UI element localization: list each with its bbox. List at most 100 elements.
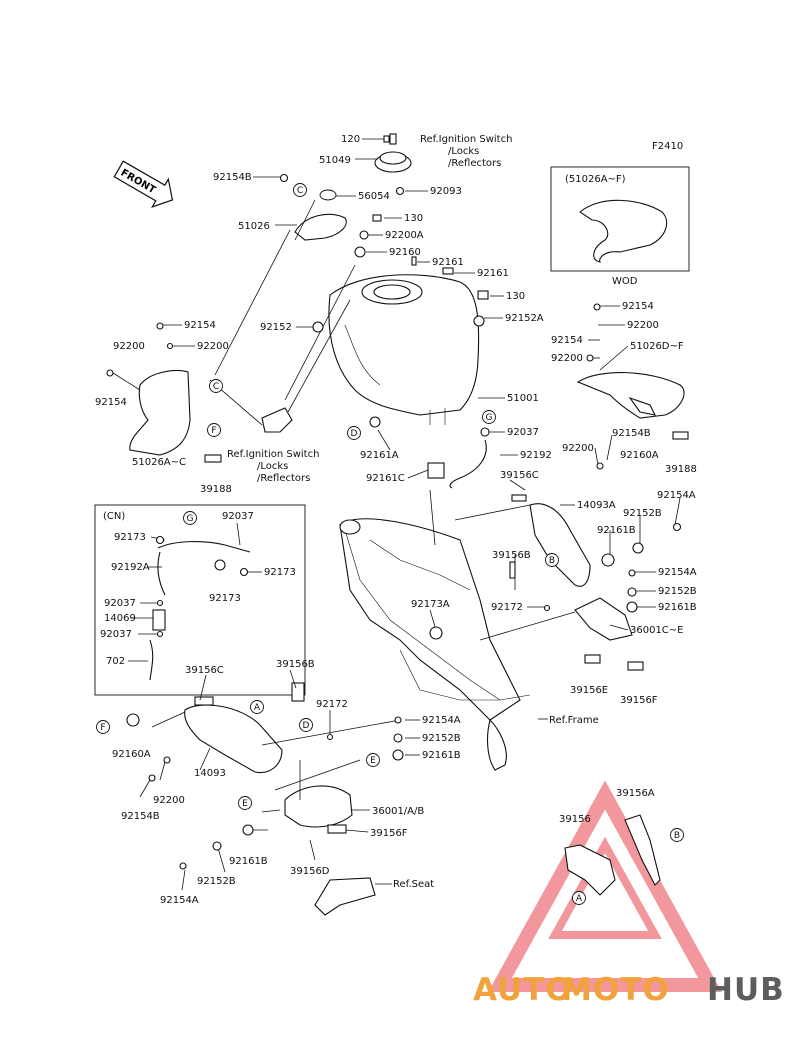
- svg-text:39188: 39188: [665, 464, 697, 475]
- callout-e-1: E: [366, 753, 380, 767]
- svg-text:92154A: 92154A: [422, 715, 461, 726]
- inset-wod-box: [550, 166, 690, 272]
- svg-text:51026: 51026: [238, 221, 270, 232]
- callout-a-2: A: [572, 891, 586, 905]
- svg-text:39156F: 39156F: [620, 695, 658, 706]
- svg-text:92152B: 92152B: [623, 508, 662, 519]
- cn-hose-part: [157, 541, 251, 596]
- svg-text:92161B: 92161B: [597, 525, 636, 536]
- svg-text:92200A: 92200A: [385, 230, 424, 241]
- watermark-moto: MOTO: [561, 972, 670, 1008]
- svg-text:92154: 92154: [622, 301, 654, 312]
- svg-text:92161: 92161: [477, 268, 509, 279]
- svg-text:D: D: [351, 429, 358, 439]
- svg-text:130: 130: [506, 291, 525, 302]
- svg-text:92161A: 92161A: [360, 450, 399, 461]
- svg-text:92154: 92154: [551, 335, 583, 346]
- side-cowl-left: [129, 369, 191, 456]
- fasteners: [106, 135, 682, 870]
- svg-text:A: A: [254, 703, 261, 713]
- bracket-51026: [294, 213, 347, 241]
- svg-text:92161: 92161: [432, 257, 464, 268]
- svg-text:39156A: 39156A: [616, 788, 655, 799]
- label-39156f-left: [327, 824, 347, 834]
- label-39188-left: [204, 454, 222, 463]
- label-39156c-left: [194, 696, 214, 706]
- cn-valve-14069: [152, 609, 166, 631]
- svg-text:G: G: [486, 413, 493, 423]
- callout-d-2: D: [299, 718, 313, 732]
- svg-text:39156F: 39156F: [370, 828, 408, 839]
- svg-text:36001C~E: 36001C~E: [630, 625, 684, 636]
- ref-ignition-switch-1: Ref.Ignition Switch: [420, 134, 512, 145]
- ref-locks-2: /Locks: [257, 461, 288, 472]
- callout-c-2: C: [209, 379, 223, 393]
- svg-text:39156: 39156: [559, 814, 591, 825]
- svg-text:92173: 92173: [114, 532, 146, 543]
- svg-text:92154A: 92154A: [658, 567, 697, 578]
- inset-wod-variant: (51026A~F): [565, 174, 626, 185]
- svg-text:92172: 92172: [316, 699, 348, 710]
- bracket-36001-a-b: [284, 785, 353, 828]
- ref-seat: Ref.Seat: [393, 879, 434, 890]
- svg-text:39156B: 39156B: [276, 659, 315, 670]
- inset-cn-box: [94, 504, 306, 696]
- part-number-labels: 120 51049 92093 56054 130 92200A 92160 9…: [95, 134, 697, 906]
- svg-text:92154A: 92154A: [657, 490, 696, 501]
- svg-text:14093A: 14093A: [577, 500, 616, 511]
- svg-text:92160A: 92160A: [620, 450, 659, 461]
- svg-text:92200: 92200: [627, 320, 659, 331]
- cowl-bracket-right: [628, 396, 656, 416]
- ref-reflectors-2: /Reflectors: [257, 473, 310, 484]
- svg-text:39156D: 39156D: [290, 866, 330, 877]
- callout-d-1: D: [347, 426, 361, 440]
- svg-text:92037: 92037: [100, 629, 132, 640]
- fuel-tank-part: [328, 274, 480, 425]
- ref-locks-1: /Locks: [448, 146, 479, 157]
- svg-text:92173: 92173: [264, 567, 296, 578]
- ref-ignition-switch-2: Ref.Ignition Switch: [227, 449, 319, 460]
- svg-text:51049: 51049: [319, 155, 351, 166]
- svg-text:130: 130: [404, 213, 423, 224]
- svg-text:92161B: 92161B: [229, 856, 268, 867]
- svg-text:B: B: [549, 556, 555, 566]
- svg-text:92200: 92200: [113, 341, 145, 352]
- side-cowl-right: [576, 371, 685, 419]
- wod-cowl-part: [579, 199, 668, 263]
- svg-text:120: 120: [341, 134, 360, 145]
- svg-text:C: C: [213, 382, 219, 392]
- svg-text:92200: 92200: [551, 353, 583, 364]
- svg-text:39188: 39188: [200, 484, 232, 495]
- svg-text:92154: 92154: [95, 397, 127, 408]
- ref-frame: Ref.Frame: [549, 715, 599, 726]
- callout-g-1: G: [482, 410, 496, 424]
- svg-text:92154A: 92154A: [160, 895, 199, 906]
- svg-text:92173A: 92173A: [411, 599, 450, 610]
- callout-b-1: B: [545, 553, 559, 567]
- svg-text:14069: 14069: [104, 613, 136, 624]
- callout-f-1: F: [207, 423, 221, 437]
- cn-hose-702: [149, 639, 154, 681]
- callout-b-2: B: [670, 828, 684, 842]
- svg-text:F: F: [211, 426, 216, 436]
- svg-text:36001/A/B: 36001/A/B: [372, 806, 424, 817]
- hose-92192: [449, 439, 487, 489]
- watermark-hub: HUB: [707, 972, 785, 1008]
- svg-text:F: F: [100, 723, 105, 733]
- callout-a-1: A: [250, 700, 264, 714]
- svg-text:51026D~F: 51026D~F: [630, 341, 684, 352]
- svg-text:92152: 92152: [260, 322, 292, 333]
- fuel-cap-part: [374, 133, 412, 173]
- seat-bracket: [314, 877, 376, 916]
- svg-text:A: A: [576, 894, 583, 904]
- svg-text:E: E: [242, 799, 248, 809]
- svg-text:14093: 14093: [194, 768, 226, 779]
- svg-text:92037: 92037: [104, 598, 136, 609]
- svg-text:E: E: [370, 756, 376, 766]
- svg-text:92160A: 92160A: [112, 749, 151, 760]
- svg-text:B: B: [674, 831, 680, 841]
- svg-text:92152B: 92152B: [197, 876, 236, 887]
- svg-text:92160: 92160: [389, 247, 421, 258]
- label-39156f-right: [627, 661, 644, 671]
